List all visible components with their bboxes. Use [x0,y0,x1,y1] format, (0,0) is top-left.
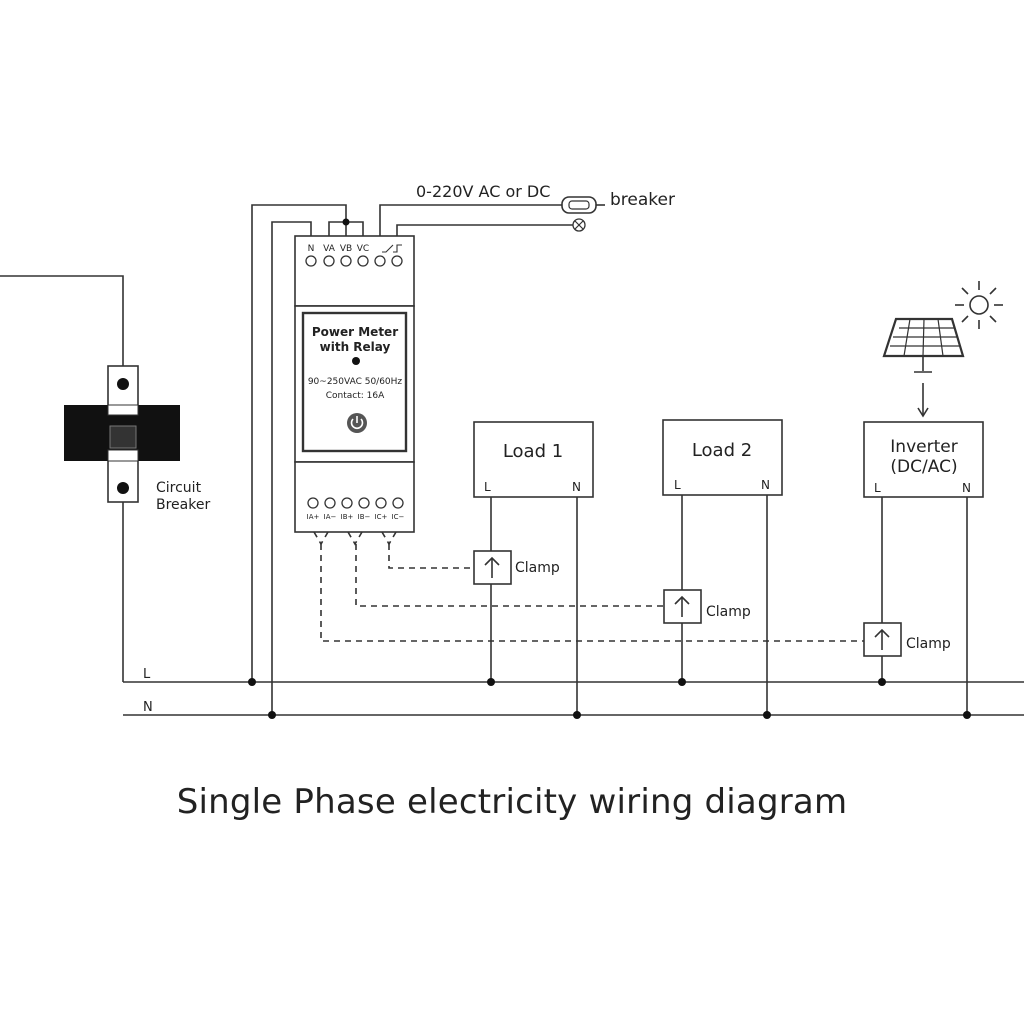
load-1-name: Load 1 [503,441,563,462]
meter-terminal-va: VA [323,244,336,254]
clamp-1-label: Clamp [515,560,560,576]
sun-icon [955,281,1003,329]
meter-terminal-ia-plus: IA+ [307,513,320,521]
clamp-2-label: Clamp [706,604,751,620]
meter-status-led [352,357,360,365]
meter-neutral-feed-wire [271,221,312,715]
meter-terminal-ib-plus: IB+ [341,513,354,521]
live-bus-label: L [143,667,151,682]
meter-terminal-ic-plus: IC+ [375,513,388,521]
meter-name-line2: with Relay [320,340,391,354]
meter-live-feed-wire [251,204,347,682]
meter-top-terminals [305,255,403,267]
load-2-name: Load 2 [692,440,752,461]
power-meter: N VA VB VC Power Meter with Relay 90~250… [294,235,415,533]
meter-spec-line2: Contact: 16A [326,391,385,401]
meter-terminal-ic-minus: IC− [392,513,405,521]
circuit-breaker-label-line1: Circuit [156,480,202,496]
meter-terminal-ib-minus: IB− [358,513,371,521]
supply-voltage-label: 0-220V AC or DC [416,182,550,201]
clamp-3-label: Clamp [906,636,951,652]
meter-spec-line1: 90~250VAC 50/60Hz [308,377,403,387]
meter-terminal-ia-minus: IA− [324,513,337,521]
clamp-signal-wires [313,531,864,642]
diagram-title: Single Phase electricity wiring diagram [176,782,848,822]
load-1-l-label: L [484,480,491,494]
load-2: Load 2 L N Clamp [662,419,783,719]
supply-terminal-symbol [572,218,586,232]
relay-feed-wire-1 [379,204,562,236]
supply-fuse-symbol [561,196,605,214]
inverter-l-label: L [874,481,881,495]
meter-terminal-vc: VC [357,244,369,254]
meter-terminal-n: N [308,244,315,254]
inverter-name-line1: Inverter [890,437,957,457]
inverter-name-line2: (DC/AC) [890,457,957,477]
meter-terminal-vb: VB [340,244,352,254]
power-button-icon [347,413,367,433]
solar-panel-icon [882,317,965,418]
load-2-l-label: L [674,478,681,492]
relay-switch-icon [382,244,402,253]
meter-bottom-terminals [307,497,404,509]
circuit-breaker-label-line2: Breaker [156,497,210,513]
load-1: Load 1 L N Clamp [473,421,594,719]
circuit-breaker: Circuit Breaker [0,275,210,682]
supply-breaker-label: breaker [610,190,675,210]
relay-feed-wire-2 [396,224,573,236]
neutral-bus-label: N [143,700,153,715]
load-2-n-label: N [761,478,770,492]
meter-name-line1: Power Meter [312,325,398,339]
load-1-n-label: N [572,480,581,494]
inverter-n-label: N [962,481,971,495]
inverter: Inverter (DC/AC) L N Clamp [863,421,984,719]
